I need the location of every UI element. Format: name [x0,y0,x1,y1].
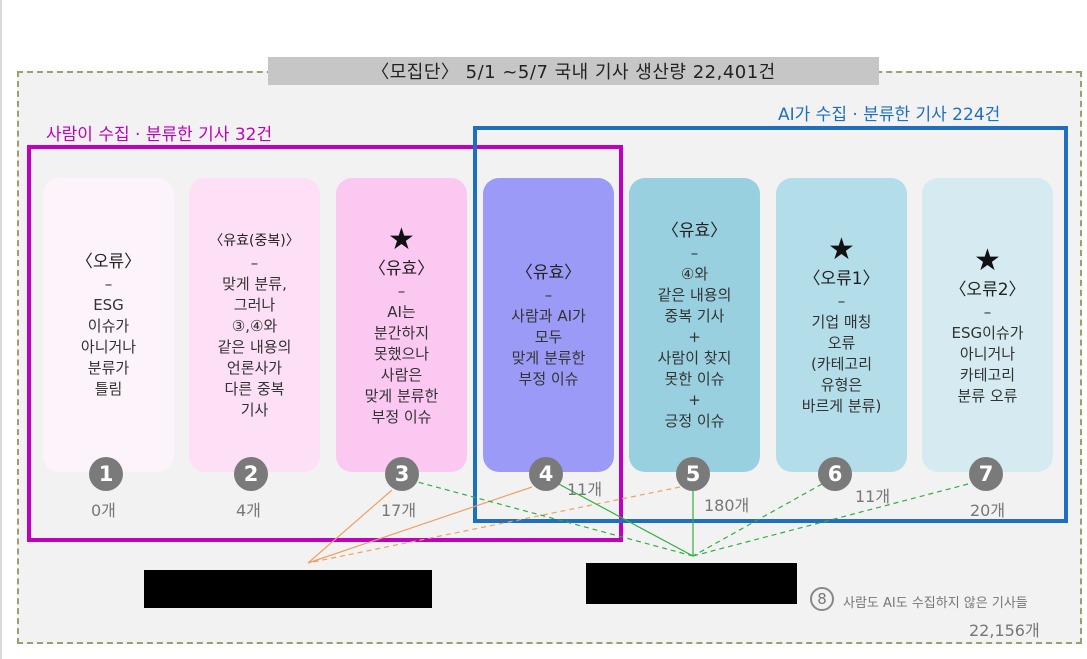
card-3-line-5: 맞게 분류한 [364,386,439,405]
connector-4-left [307,486,533,564]
card-4-head: 〈유효〉 [515,262,582,283]
card-1-head: 〈오류〉 [75,252,142,272]
card-7: ★ 〈오류2〉 – ESG이슈가 아니거나 카테고리 분류 오류 [922,178,1053,472]
card-2-line-3: ③,④와 [231,317,278,335]
card-5-line-2: 같은 내용의 [657,285,732,304]
connector-6-right [692,483,823,557]
card-4-dash: – [544,285,553,304]
population-title: 〈모집단〉 5/1 ~5/7 국내 기사 생산량 22,401건 [268,57,879,85]
footnote-text: 사람도 AI도 수집하지 않은 기사들 [843,596,1028,611]
card-4-line-4: 부정 이슈 [518,369,579,388]
star-icon: ★ [388,221,415,257]
count-7: 20개 [970,501,1006,520]
card-2-line-1: 맞게 분류, [222,275,287,293]
footnote-count: 22,156개 [969,621,1040,640]
card-5-line-8: 긍정 이슈 [664,411,725,430]
card-3-line-2: 분간하지 [373,323,430,342]
card-3-line-6: 부정 이슈 [371,407,432,426]
card-2-line-7: 기사 [240,401,269,419]
card-1-line-5: 틀림 [94,380,123,398]
card-3-head: 〈유효〉 [368,258,435,279]
card-7-line-4: 분류 오류 [957,386,1018,405]
connector-4-right [554,481,694,557]
card-1: 〈오류〉 – ESG 이슈가 아니거나 분류가 틀림 [43,178,174,472]
card-4-line-3: 맞게 분류한 [511,348,586,367]
card-4: 〈유효〉 – 사람과 AI가 모두 맞게 분류한 부정 이슈 [483,178,614,472]
card-3-line-1: AI는 [387,302,416,321]
card-1-dash: – [104,275,113,293]
card-7-line-1: ESG이슈가 [951,323,1024,342]
ai-collected-box [473,126,1068,523]
count-6: 11개 [855,487,891,506]
card-3: ★ 〈유효〉 – AI는 분간하지 못했으나 사람은 맞게 분류한 부정 이슈 [336,178,467,472]
card-2: 〈유효(중복)〉 – 맞게 분류, 그러나 ③,④와 같은 내용의 언론사가 다… [189,178,320,472]
badge-8: 8 [810,587,834,611]
card-7-line-2: 아니거나 [959,344,1016,363]
card-2-line-2: 그러나 [233,296,276,314]
card-2-dash: – [250,254,259,272]
card-5-line-7: + [688,390,701,409]
human-collected-label: 사람이 수집 · 분류한 기사 32건 [46,125,273,145]
connector-7-right [692,483,969,557]
card-6-line-1: 기업 매칭 [811,313,872,331]
card-3-dash: – [397,281,406,300]
human-collected-box [27,145,623,542]
card-4-line-2: 모두 [534,327,563,346]
card-6-line-3: (카테고리 [810,355,873,373]
card-2-head: 〈유효(중복)〉 [209,233,300,249]
card-5-line-1: ④와 [680,264,709,283]
card-1-line-1: ESG [93,296,124,314]
badge-4: 4 [529,457,563,491]
card-1-line-2: 이슈가 [87,317,130,335]
badge-7: 7 [969,457,1003,491]
card-2-line-5: 언론사가 [226,359,283,377]
card-5-line-3: 중복 기사 [664,306,725,325]
star-icon: ★ [974,242,1001,278]
card-7-line-3: 카테고리 [959,365,1016,384]
count-3: 17개 [381,501,417,520]
connector-5-left [307,486,681,564]
card-5-dash: – [690,243,699,262]
card-6-line-4: 유형은 [820,376,863,394]
card-5-line-5: 사람이 찾지 [657,348,732,367]
card-3-line-4: 사람은 [380,365,423,384]
card-7-head: 〈오류2〉 [949,279,1026,300]
card-5-head: 〈유효〉 [661,220,728,241]
card-6-head: 〈오류1〉 [803,269,880,289]
card-6: ★ 〈오류1〉 – 기업 매칭 오류 (카테고리 유형은 바르게 분류) [776,178,907,472]
count-2: 4개 [236,501,261,520]
badge-3: 3 [385,457,419,491]
badge-5: 5 [676,457,710,491]
card-5: 〈유효〉 – ④와 같은 내용의 중복 기사 + 사람이 찾지 못한 이슈 + … [629,178,760,472]
badge-2: 2 [234,457,268,491]
card-2-line-6: 다른 중복 [224,380,285,398]
count-1: 0개 [91,501,116,520]
card-6-dash: – [837,292,846,310]
left-divider [0,0,2,659]
card-1-line-4: 분류가 [87,359,130,377]
connector-3-right [409,479,694,557]
card-5-line-4: + [688,327,701,346]
card-2-line-4: 같은 내용의 [217,338,292,356]
card-6-line-2: 오류 [827,334,856,352]
badge-6: 6 [818,457,852,491]
connector-3-left [307,489,393,564]
card-6-line-5: 바르게 분류) [801,397,882,415]
count-4: 11개 [567,480,603,499]
card-5-line-6: 못한 이슈 [664,369,725,388]
redacted-box-left [144,570,432,608]
card-3-line-3: 못했으나 [373,344,430,363]
count-5: 180개 [704,496,750,515]
star-icon: ★ [828,232,855,267]
badge-1: 1 [89,457,123,491]
card-1-line-3: 아니거나 [80,338,137,356]
ai-collected-label: AI가 수집 · 분류한 기사 224건 [778,105,1001,125]
card-7-dash: – [983,302,992,321]
card-4-line-1: 사람과 AI가 [511,306,586,325]
redacted-box-right [586,563,797,604]
